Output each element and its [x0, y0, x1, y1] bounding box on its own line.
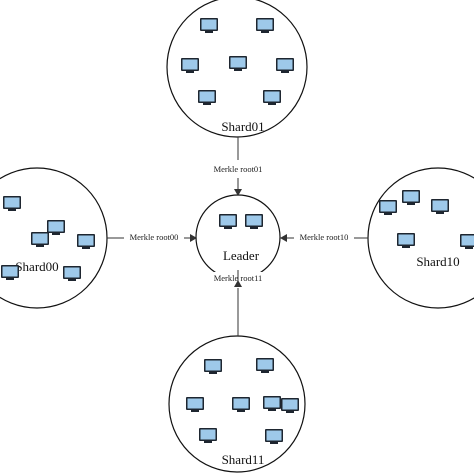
computer-monitor-icon: [232, 397, 250, 412]
computer-monitor-icon: [186, 397, 204, 412]
shard01-label: Shard01: [221, 119, 264, 134]
computer-monitor-icon: [263, 396, 281, 411]
edge-shard11-to-leader: Merkle root11: [205, 270, 271, 336]
leader-node: Leader: [195, 194, 281, 280]
computer-monitor-icon: [245, 214, 263, 229]
edge-label-merkle-root00: Merkle root00: [130, 232, 179, 242]
computer-monitor-icon: [199, 428, 217, 443]
edge-shard00-to-leader: Merkle root00: [107, 231, 197, 243]
computer-monitor-icon: [219, 214, 237, 229]
computer-monitor-icon: [181, 58, 199, 73]
computer-monitor-icon: [263, 90, 281, 105]
edge-label-merkle-root10: Merkle root10: [300, 232, 349, 242]
computer-monitor-icon: [47, 220, 65, 235]
computer-monitor-icon: [31, 232, 49, 247]
computer-monitor-icon: [256, 358, 274, 373]
computer-monitor-icon: [3, 196, 21, 211]
edge-label-merkle-root01: Merkle root01: [214, 164, 263, 174]
shard00-label: Shard00: [15, 259, 58, 274]
shard11-label: Shard11: [222, 452, 265, 467]
computer-monitor-icon: [276, 58, 294, 73]
computer-monitor-icon: [460, 234, 474, 249]
computer-monitor-icon: [229, 56, 247, 71]
computer-monitor-icon: [63, 266, 81, 281]
shard10-node: Shard10: [367, 167, 474, 309]
computer-monitor-icon: [256, 18, 274, 33]
computer-monitor-icon: [200, 18, 218, 33]
computer-monitor-icon: [198, 90, 216, 105]
computer-monitor-icon: [265, 429, 283, 444]
computer-monitor-icon: [431, 199, 449, 214]
edge-shard10-to-leader: Merkle root10: [280, 231, 368, 243]
computer-monitor-icon: [402, 190, 420, 205]
computer-monitor-icon: [204, 359, 222, 374]
edge-shard01-to-leader: Merkle root01: [205, 137, 271, 196]
computer-monitor-icon: [1, 265, 19, 280]
computer-monitor-icon: [281, 398, 299, 413]
leader-label: Leader: [223, 248, 260, 263]
computer-monitor-icon: [379, 200, 397, 215]
computer-monitor-icon: [397, 233, 415, 248]
shard10-label: Shard10: [416, 254, 459, 269]
computer-monitor-icon: [77, 234, 95, 249]
